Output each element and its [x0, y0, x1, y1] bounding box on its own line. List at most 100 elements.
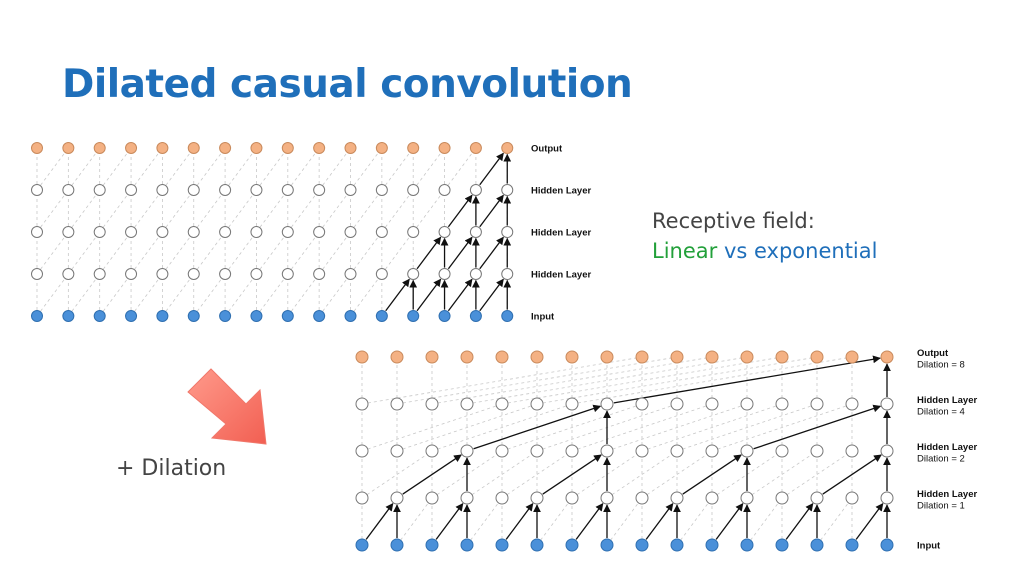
hidden-node	[407, 184, 420, 196]
output-node	[313, 142, 326, 154]
diagonal-connection	[162, 189, 195, 233]
diagonal-connection	[676, 403, 818, 452]
diagonal-connection	[287, 231, 320, 275]
highlighted-arrow	[753, 404, 882, 450]
input-node	[670, 538, 684, 552]
highlighted-arrow	[447, 194, 473, 228]
input-node	[810, 538, 824, 552]
hidden-node	[313, 184, 326, 196]
diagonal-connection	[396, 356, 678, 405]
hidden-node	[740, 491, 754, 505]
diagonal-connection	[431, 403, 573, 452]
diagonal-connection	[36, 189, 69, 233]
highlighted-arrow	[447, 236, 473, 270]
diagonal-connection	[162, 231, 195, 275]
input-node	[495, 538, 509, 552]
output-node	[62, 142, 75, 154]
input-node	[250, 310, 263, 322]
hidden-node	[375, 226, 388, 238]
output-node	[635, 350, 649, 364]
diagonal-connection	[224, 273, 257, 317]
diagonal-connection	[130, 273, 163, 317]
hidden-node	[313, 268, 326, 280]
hidden-node	[355, 491, 369, 505]
diagonal-connection	[130, 147, 163, 191]
diagonal-connection	[412, 147, 445, 191]
hidden-node	[344, 268, 357, 280]
hidden-node	[31, 268, 43, 280]
hidden-node	[219, 226, 232, 238]
slide-title: Dilated casual convolution	[62, 62, 633, 107]
input-node	[313, 310, 326, 322]
diagonal-connection	[641, 403, 783, 452]
hidden-node	[670, 397, 684, 411]
input-node	[62, 310, 75, 322]
hidden-node	[600, 397, 614, 411]
hidden-node	[250, 184, 263, 196]
output-node	[425, 350, 439, 364]
diagonal-connection	[318, 189, 351, 233]
diagonal-connection	[676, 497, 713, 546]
hidden-node	[880, 444, 894, 458]
hidden-node	[740, 444, 754, 458]
hidden-node	[810, 397, 824, 411]
highlighted-arrow	[822, 454, 882, 495]
hidden-node	[600, 491, 614, 505]
receptive-field-label: Receptive field: Linear vs exponential	[652, 206, 877, 266]
diagonal-connection	[68, 147, 101, 191]
hidden-node	[880, 397, 894, 411]
highlighted-arrow	[855, 502, 884, 540]
input-node	[775, 538, 789, 552]
input-node	[355, 538, 369, 552]
hidden-node	[495, 397, 509, 411]
input-node	[93, 310, 106, 322]
diagonal-connection	[99, 273, 132, 317]
hidden-node	[775, 444, 789, 458]
input-node	[530, 538, 544, 552]
output-node	[775, 350, 789, 364]
hidden-node	[705, 491, 719, 505]
diagonal-connection	[606, 450, 678, 499]
highlighted-arrow	[447, 278, 473, 312]
diagonal-connection	[412, 189, 445, 233]
dilation-value-label: Dilation = 1	[917, 501, 965, 512]
hidden-node	[469, 184, 482, 196]
hidden-node	[344, 184, 357, 196]
output-node	[740, 350, 754, 364]
layer-label: Output	[917, 348, 949, 359]
hidden-node	[62, 184, 75, 196]
hidden-node	[344, 226, 357, 238]
input-node	[438, 310, 451, 322]
layer-label: Hidden Layer	[531, 186, 591, 197]
hidden-node	[187, 268, 200, 280]
output-node	[810, 350, 824, 364]
hidden-node	[469, 226, 482, 238]
input-node	[600, 538, 614, 552]
diagonal-connection	[361, 450, 433, 499]
hidden-node	[438, 268, 451, 280]
hidden-node	[250, 268, 263, 280]
diagonal-connection	[466, 497, 503, 546]
hidden-node	[495, 444, 509, 458]
output-node	[125, 142, 138, 154]
input-node	[219, 310, 232, 322]
output-node	[187, 142, 200, 154]
vs-exponential-text: vs exponential	[717, 239, 878, 263]
hidden-node	[355, 444, 369, 458]
output-node	[156, 142, 169, 154]
hidden-node	[62, 226, 75, 238]
hidden-node	[635, 491, 649, 505]
highlighted-arrow	[785, 502, 814, 540]
input-node	[31, 310, 43, 322]
hidden-node	[281, 184, 294, 196]
diagonal-connection	[571, 403, 713, 452]
highlighted-arrow	[435, 502, 464, 540]
diagonal-connection	[816, 497, 853, 546]
input-node	[425, 538, 439, 552]
diagonal-connection	[571, 356, 853, 405]
output-node	[460, 350, 474, 364]
highlighted-arrow	[479, 152, 504, 186]
diagonal-connection	[256, 189, 289, 233]
